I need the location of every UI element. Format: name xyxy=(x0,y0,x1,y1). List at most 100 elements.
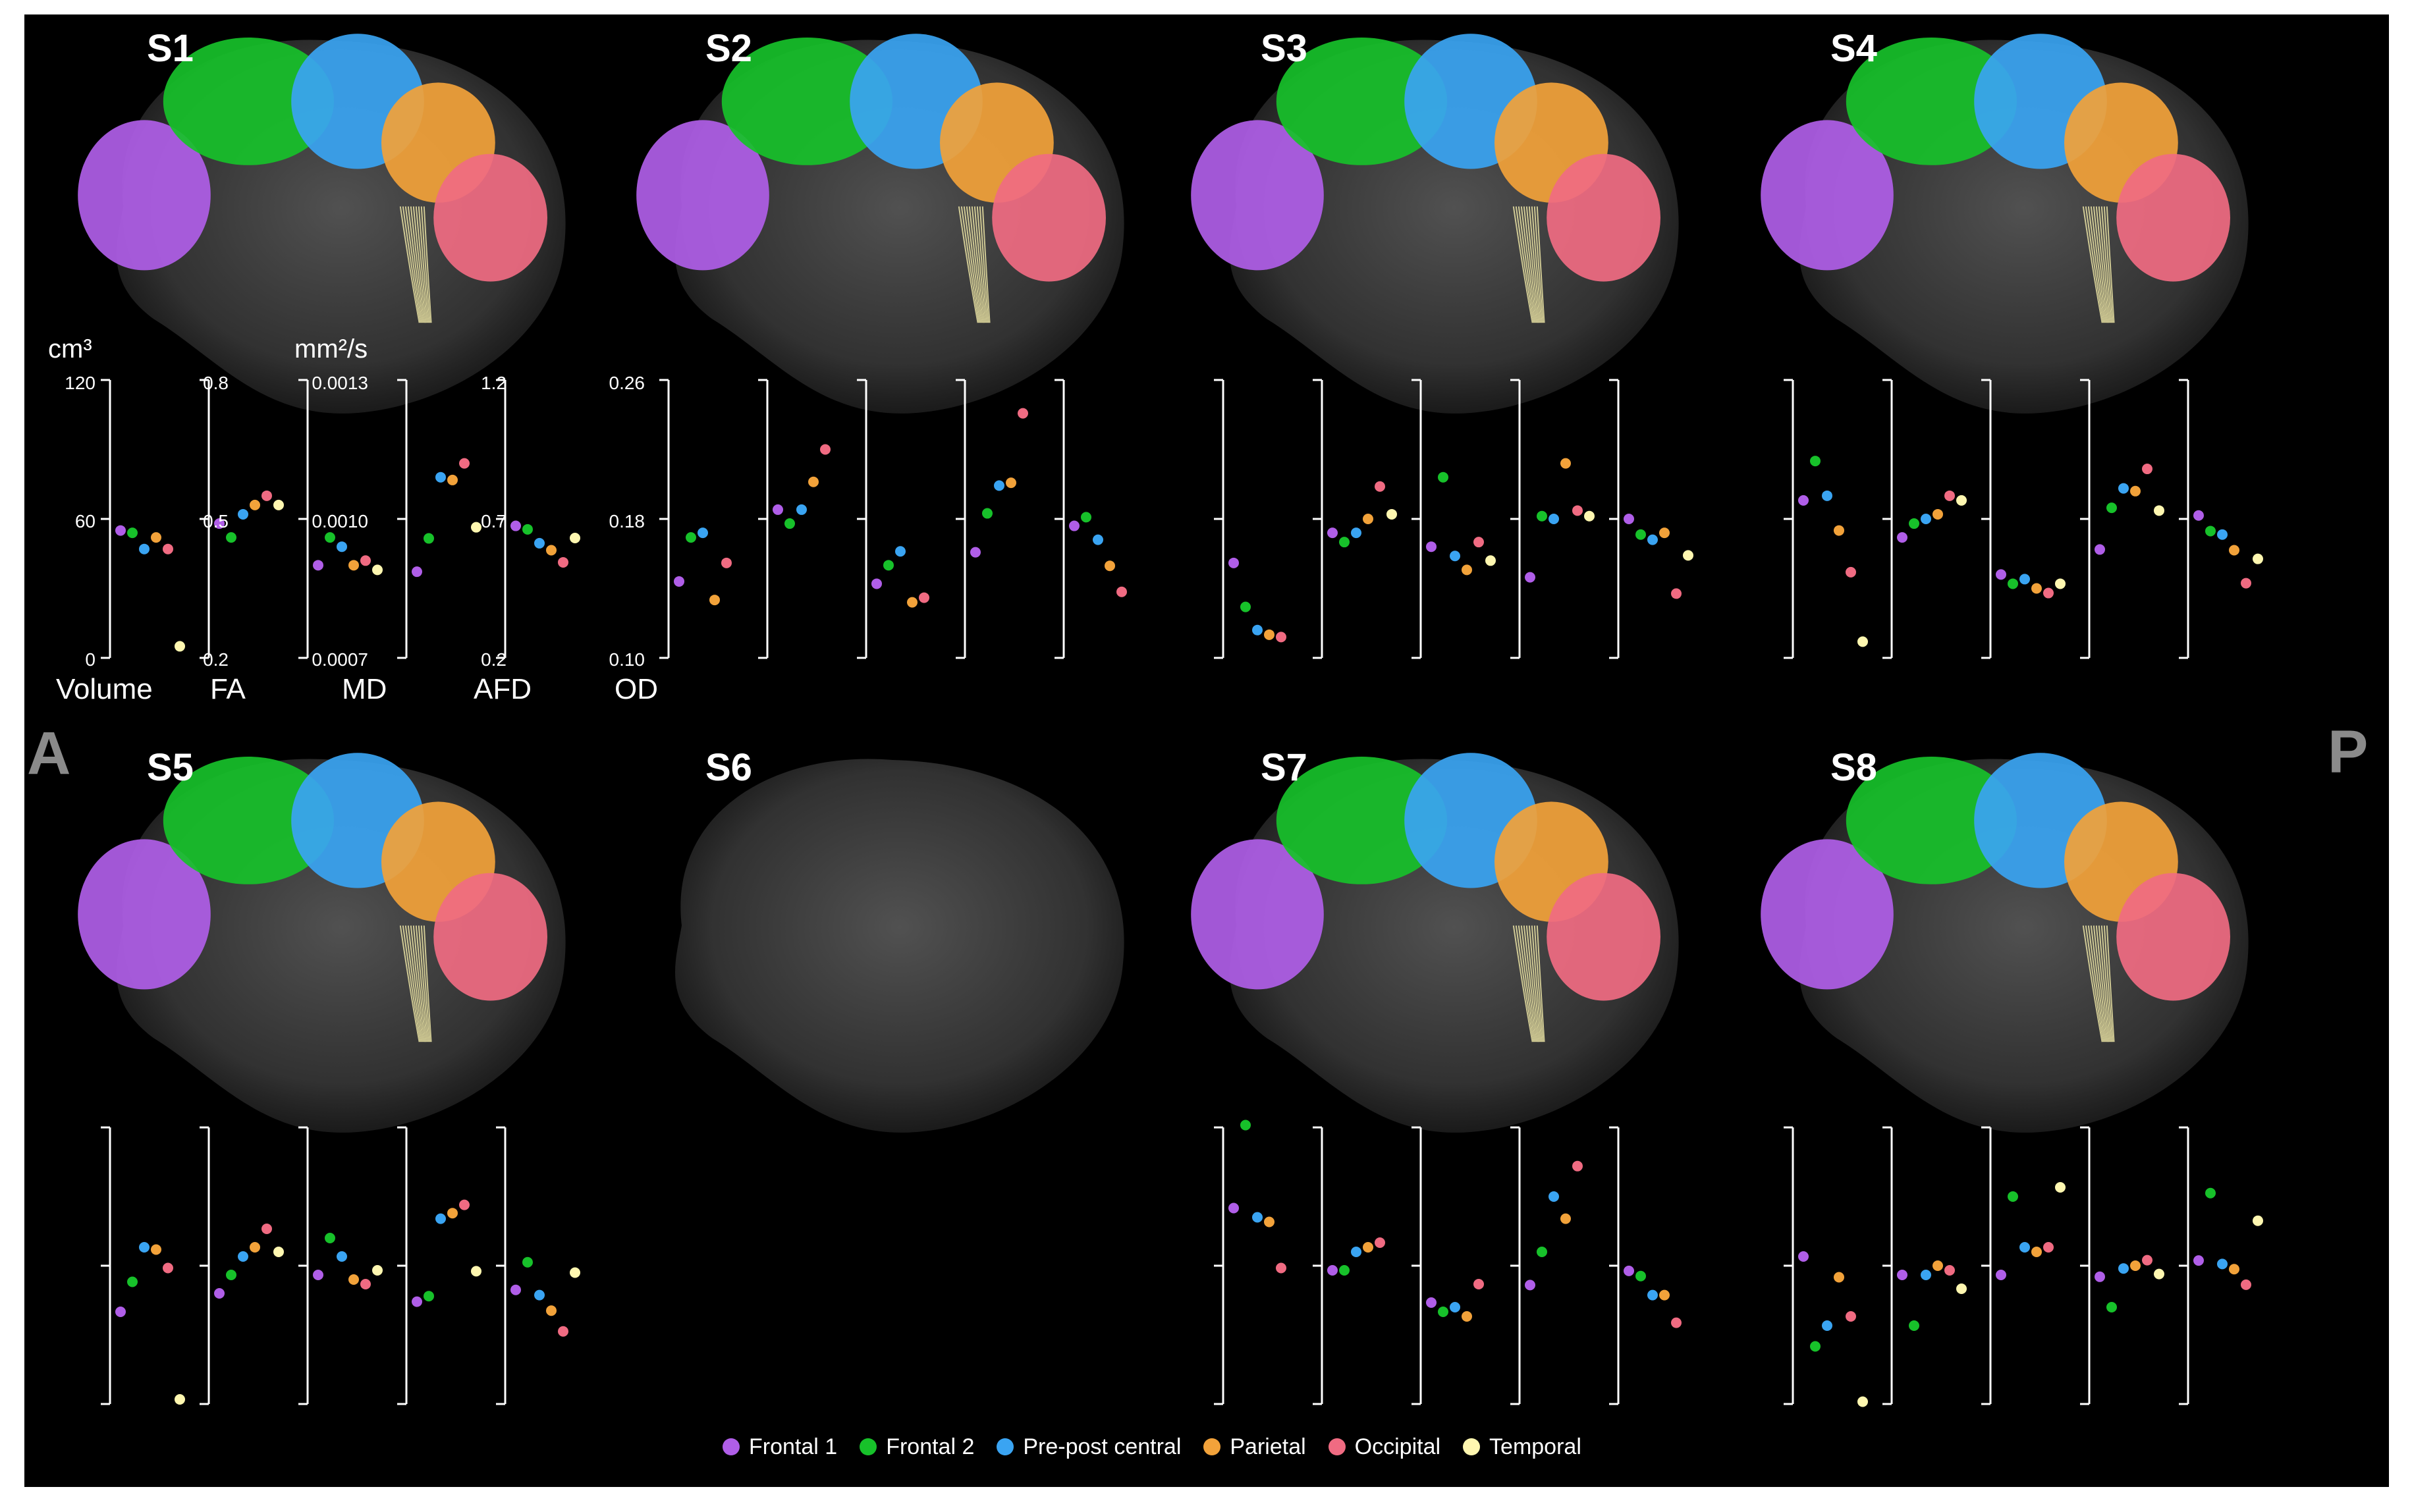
point-s8-volume-3 xyxy=(1834,1272,1844,1283)
point-s4-afd-4 xyxy=(2142,464,2152,475)
point-s3-fa-0 xyxy=(1327,527,1338,539)
point-s1-fa-4 xyxy=(261,490,272,501)
temporal-fiber xyxy=(1512,206,1533,323)
temporal-fiber xyxy=(418,925,429,1042)
point-s1-od-4 xyxy=(558,556,568,568)
point-s3-volume-2 xyxy=(1252,624,1263,635)
frontal-1-region xyxy=(78,120,211,271)
point-s3-md-5 xyxy=(1485,555,1496,566)
temporal-fiber xyxy=(2087,206,2106,323)
point-s2-od-1 xyxy=(1081,512,1091,523)
point-s5-md-4 xyxy=(360,1279,371,1289)
occipital-region xyxy=(433,153,547,282)
point-s2-afd-3 xyxy=(1006,477,1016,489)
frontal-1-region xyxy=(78,839,211,990)
tick-fa-mid: 0.5 xyxy=(203,511,229,531)
point-s5-afd-4 xyxy=(459,1199,470,1210)
point-s5-volume-3 xyxy=(151,1244,161,1255)
temporal-fiber xyxy=(402,925,422,1042)
point-s1-volume-2 xyxy=(139,543,150,554)
brain-s2 xyxy=(636,34,1124,414)
legend: Frontal 1 Frontal 2 Pre-post central Par… xyxy=(723,1430,1604,1463)
point-s4-volume-0 xyxy=(1798,495,1809,506)
point-s8-volume-0 xyxy=(1798,1251,1809,1262)
panel-label-s7: S7 xyxy=(1261,746,1307,789)
point-s4-fa-1 xyxy=(1909,518,1919,529)
point-s4-fa-5 xyxy=(1956,495,1967,506)
point-s2-fa-0 xyxy=(773,504,783,515)
point-s1-od-1 xyxy=(522,524,533,535)
point-s3-volume-1 xyxy=(1240,601,1251,612)
legend-item-occipital: Occipital xyxy=(1328,1434,1440,1460)
point-s8-md-5 xyxy=(2055,1182,2066,1193)
point-s8-afd-5 xyxy=(2154,1268,2164,1280)
frontal-1-region xyxy=(1191,120,1324,271)
point-s3-afd-5 xyxy=(1584,510,1595,522)
legend-swatch-pre-post-central xyxy=(997,1438,1014,1455)
tick-od-mid: 0.18 xyxy=(609,511,645,531)
point-s5-afd-1 xyxy=(424,1291,434,1302)
occipital-region xyxy=(2116,153,2231,282)
legend-label-frontal-1: Frontal 1 xyxy=(749,1434,838,1459)
point-s8-fa-5 xyxy=(1956,1283,1967,1294)
tick-volume-top: 120 xyxy=(65,373,96,393)
tick-od-top: 0.26 xyxy=(609,373,645,393)
tick-md-mid: 0.0010 xyxy=(312,511,368,531)
point-s8-md-1 xyxy=(2008,1191,2018,1202)
point-s4-od-4 xyxy=(2241,578,2251,589)
plots-s3 xyxy=(1214,379,1693,659)
panel-label-s2: S2 xyxy=(705,27,752,70)
point-s4-md-3 xyxy=(2031,583,2042,594)
point-s8-od-5 xyxy=(2253,1215,2263,1226)
temporal-fiber xyxy=(412,206,427,323)
legend-item-frontal-1: Frontal 1 xyxy=(723,1434,837,1460)
temporal-fiber xyxy=(2090,206,2107,323)
frontal-1-region xyxy=(636,120,769,271)
frontal-1-region xyxy=(1761,120,1894,271)
point-s8-fa-1 xyxy=(1909,1320,1919,1331)
point-s7-fa-3 xyxy=(1363,1242,1373,1253)
point-s4-md-5 xyxy=(2055,578,2066,589)
point-s7-fa-0 xyxy=(1327,1265,1338,1276)
plots-s8 xyxy=(1784,1126,2263,1407)
point-s4-volume-3 xyxy=(1834,525,1844,536)
point-s7-md-0 xyxy=(1426,1297,1437,1308)
point-s4-volume-5 xyxy=(1857,636,1868,647)
occipital-region xyxy=(433,873,547,1001)
point-s1-od-3 xyxy=(546,545,557,556)
temporal-fiber xyxy=(1512,925,1533,1042)
temporal-fiber xyxy=(2098,925,2111,1042)
point-s4-volume-4 xyxy=(1846,566,1856,578)
point-s5-volume-0 xyxy=(115,1307,126,1317)
temporal-fiber xyxy=(412,925,427,1042)
point-s3-od-0 xyxy=(1624,514,1634,524)
point-s1-afd-4 xyxy=(459,458,470,469)
temporal-fiber xyxy=(1536,206,1545,323)
temporal-fiber xyxy=(2093,925,2108,1042)
point-s4-volume-2 xyxy=(1822,490,1832,501)
legend-item-frontal-2: Frontal 2 xyxy=(860,1434,974,1460)
point-s3-fa-1 xyxy=(1339,537,1350,548)
anterior-label: A xyxy=(27,720,71,787)
temporal-fiber xyxy=(415,925,428,1042)
temporal-fiber xyxy=(418,206,429,323)
point-s4-volume-1 xyxy=(1810,456,1821,467)
point-s8-od-4 xyxy=(2241,1279,2251,1290)
point-s7-volume-3 xyxy=(1264,1216,1275,1228)
point-s5-md-2 xyxy=(337,1251,347,1262)
temporal-fiber xyxy=(2106,925,2115,1042)
panel-label-s1: S1 xyxy=(147,27,194,70)
point-s2-volume-4 xyxy=(721,557,732,568)
point-s1-afd-2 xyxy=(435,472,446,483)
point-s1-volume-0 xyxy=(115,525,126,536)
point-s5-volume-1 xyxy=(127,1276,138,1287)
temporal-fiber xyxy=(404,925,423,1042)
point-s1-md-4 xyxy=(360,555,371,566)
temporal-fiber xyxy=(971,206,985,323)
frontal-2-region xyxy=(163,37,334,165)
temporal-fiber xyxy=(1518,925,1536,1042)
point-s2-fa-4 xyxy=(820,444,831,455)
point-s1-od-5 xyxy=(570,533,580,544)
point-s5-afd-2 xyxy=(435,1213,446,1224)
point-s7-volume-4 xyxy=(1276,1262,1286,1274)
